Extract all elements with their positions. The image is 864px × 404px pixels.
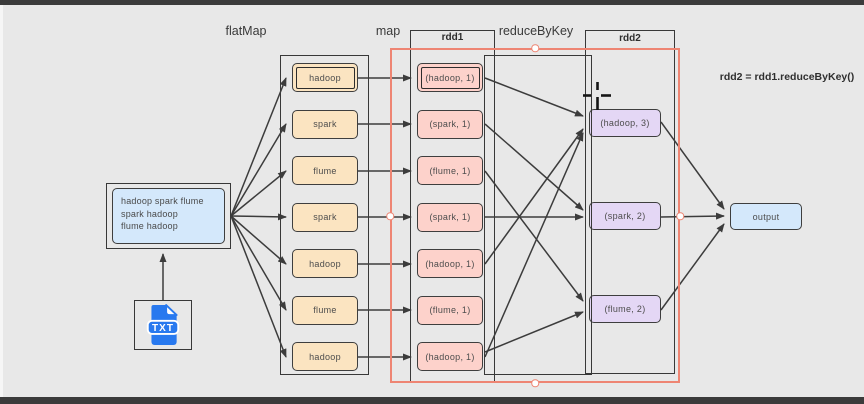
node-label: (hadoop, 3) [600,118,650,128]
node-label: (flume, 1) [429,165,471,176]
output-node[interactable]: output [730,203,802,230]
rdd1-node[interactable]: (flume, 1) [417,295,483,325]
flatmap-stage-label[interactable]: flatMap [225,24,267,38]
txt-file-node[interactable]: TXT [134,300,192,350]
canvas-left-edge [0,5,3,397]
selection-handle-bottom[interactable] [531,379,539,387]
arrow-connector[interactable] [230,170,287,217]
node-label: (hadoop, 1) [425,258,475,269]
arrow-connector[interactable] [230,77,287,217]
rdd2-node[interactable]: (spark, 2) [589,202,661,230]
reducebykey-container[interactable] [484,55,592,375]
rdd2-node[interactable]: (flume, 2) [589,295,661,323]
rdd1-node[interactable]: (spark, 1) [417,109,483,139]
arrow-connector[interactable] [230,123,287,217]
source-text-box[interactable]: hadoop spark flume spark hadoop flume ha… [112,188,225,244]
rdd1-container-label: rdd1 [441,32,464,43]
txt-file-icon: TXT [146,304,180,345]
flatmap-node-flume[interactable]: flume [292,295,358,325]
rdd1-node[interactable]: (hadoop, 1) [417,63,483,92]
arrow-connector[interactable] [484,132,584,358]
node-label: (spark, 1) [429,212,471,222]
selection-handle-left[interactable] [386,212,394,220]
flatmap-node-spark[interactable]: spark [292,109,358,139]
node-label: hadoop [309,72,341,83]
node-label: (spark, 2) [604,211,646,221]
node-label: (flume, 2) [604,304,646,314]
arrow-connector[interactable] [484,77,584,117]
arrow-connector[interactable] [230,215,287,311]
flatmap-node-spark[interactable]: spark [292,202,358,232]
reducebykey-stage-label[interactable]: reduceByKey [498,24,574,38]
source-text-line: spark hadoop [121,208,178,219]
rdd1-node[interactable]: (spark, 1) [417,202,483,232]
node-label: flume [313,305,337,315]
node-label: hadoop [309,258,341,269]
selection-handle-right[interactable] [676,212,684,220]
bottom-chrome-bar [0,397,864,404]
rdd1-node[interactable]: (flume, 1) [417,156,483,185]
rdd1-node[interactable]: (hadoop, 1) [417,249,483,278]
output-label: output [752,211,780,222]
rdd1-node[interactable]: (hadoop, 1) [417,342,483,371]
source-group[interactable]: hadoop spark flume spark hadoop flume ha… [106,183,231,249]
map-stage-label[interactable]: map [375,24,401,38]
node-label: flume [313,165,337,176]
node-label: hadoop [309,351,341,362]
flatmap-node-hadoop[interactable]: hadoop [292,63,358,92]
node-label: (hadoop, 1) [425,351,475,362]
arrow-connector[interactable] [230,213,287,221]
txt-badge-label: TXT [152,323,174,334]
node-label: (hadoop, 1) [425,72,475,83]
arrow-connector[interactable] [230,215,287,265]
arrow-connector[interactable] [484,311,584,353]
flatmap-node-flume[interactable]: flume [292,156,358,185]
arrow-connector[interactable] [484,123,584,211]
flatmap-node-hadoop[interactable]: hadoop [292,249,358,278]
arrow-connector[interactable] [484,128,584,265]
rdd2-container-label: rdd2 [619,33,641,44]
source-text-line: hadoop spark flume [121,196,204,206]
selection-handle-top[interactable] [531,44,539,52]
folded-corner [165,304,178,316]
arrow-connector[interactable] [484,170,584,302]
node-label: spark [313,212,337,222]
node-label: (flume, 1) [429,305,471,315]
arrow-connector[interactable] [230,215,287,358]
flatmap-node-hadoop[interactable]: hadoop [292,342,358,371]
node-label: spark [313,119,337,129]
top-chrome-bar [0,0,864,5]
formula-annotation[interactable]: rdd2 = rdd1.reduceByKey() [719,71,855,83]
source-text-line: flume hadoop [121,221,178,231]
rdd2-node[interactable]: (hadoop, 3) [589,109,661,137]
node-label: (spark, 1) [429,119,471,129]
